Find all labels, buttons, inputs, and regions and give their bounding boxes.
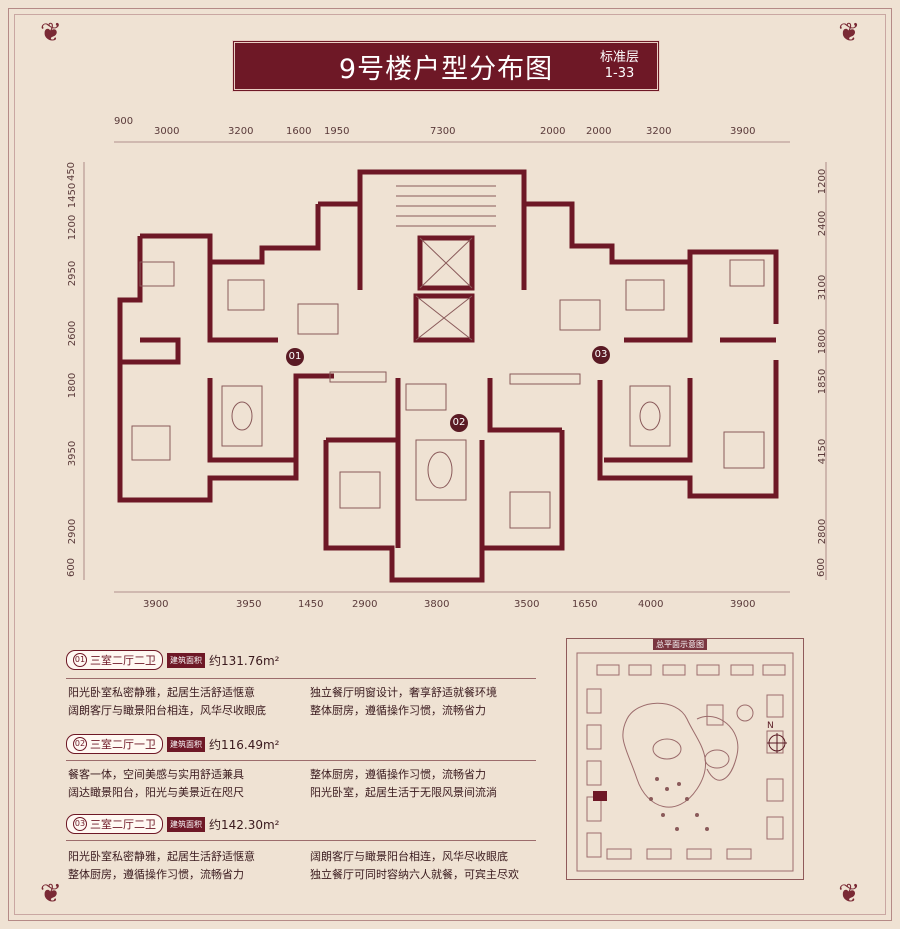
dim-bottom: 3800 xyxy=(424,599,450,610)
unit-area: 约116.49m² xyxy=(209,737,280,752)
dim-bottom: 1650 xyxy=(572,599,598,610)
dim-bottom: 1450 xyxy=(298,599,324,610)
floor-numbers: 1-33 xyxy=(604,66,635,81)
unit-feature: 阔朗客厅与瞰景阳台相连，风华尽收眼底 xyxy=(310,850,508,863)
dim-bottom: 3900 xyxy=(730,599,756,610)
unit-feature: 整体厨房，遵循操作习惯，流畅省力 xyxy=(68,868,244,881)
unit-feature: 独立餐厅可同时容纳六人就餐，可宾主尽欢 xyxy=(310,868,519,881)
area-tag: 建筑面积 xyxy=(167,816,205,832)
unit-feature: 餐客一体，空间美感与实用舒适兼具 xyxy=(68,768,244,781)
divider xyxy=(66,840,536,841)
dim-top: 3200 xyxy=(646,126,672,137)
corner-ornament-br: ❦ xyxy=(838,879,860,909)
unit-feature: 整体厨房，遵循操作习惯，流畅省力 xyxy=(310,704,486,717)
dim-top: 7300 xyxy=(430,126,456,137)
dim-bottom: 3950 xyxy=(236,599,262,610)
dim-top: 2000 xyxy=(540,126,566,137)
unit-number: 02 xyxy=(73,737,87,751)
dim-top: 3900 xyxy=(730,126,756,137)
corner-ornament-tr: ❦ xyxy=(838,18,860,48)
page-title: 9号楼户型分布图 xyxy=(338,53,554,85)
unit-feature: 阳光卧室私密静雅，起居生活舒适惬意 xyxy=(68,686,255,699)
unit-feature: 阳光卧室私密静雅，起居生活舒适惬意 xyxy=(68,850,255,863)
unit-feature: 阔朗客厅与瞰景阳台相连，风华尽收眼底 xyxy=(68,704,266,717)
unit-marker-01: 01 xyxy=(286,348,304,366)
site-map-title: 总平面示意图 xyxy=(653,639,707,650)
unit-number: 01 xyxy=(73,653,87,667)
dim-bottom: 3900 xyxy=(143,599,169,610)
area-tag: 建筑面积 xyxy=(167,736,205,752)
unit-number: 03 xyxy=(73,817,87,831)
unit-feature: 独立餐厅明窗设计，奢享舒适就餐环境 xyxy=(310,686,497,699)
inner-frame xyxy=(14,14,886,915)
unit-type: 三室二厅一卫 xyxy=(90,738,156,751)
dim-top: 900 xyxy=(114,116,134,127)
site-map-drawing xyxy=(576,652,794,872)
unit-feature: 阳光卧室，起居生活于无限风景间流淌 xyxy=(310,786,497,799)
dim-bottom: 2900 xyxy=(352,599,378,610)
unit-feature: 阔达瞰景阳台，阳光与美景近在咫尺 xyxy=(68,786,244,799)
dim-bottom: 3500 xyxy=(514,599,540,610)
unit-marker-02: 02 xyxy=(450,414,468,432)
dim-bottom: 4000 xyxy=(638,599,664,610)
dim-top: 1950 xyxy=(324,126,350,137)
unit-marker-03: 03 xyxy=(592,346,610,364)
dim-top: 3000 xyxy=(154,126,180,137)
area-tag: 建筑面积 xyxy=(167,652,205,668)
compass-north-label: N xyxy=(767,721,774,731)
corner-ornament-bl: ❦ xyxy=(40,879,62,909)
dim-top: 2000 xyxy=(586,126,612,137)
unit-area: 约142.30m² xyxy=(209,817,280,832)
dim-top: 3200 xyxy=(228,126,254,137)
unit-type: 三室二厅二卫 xyxy=(90,818,156,831)
floor-range: 标准层 1-33 xyxy=(600,50,639,82)
divider xyxy=(66,678,536,679)
divider xyxy=(66,760,536,761)
dim-top: 1600 xyxy=(286,126,312,137)
unit-feature: 整体厨房，遵循操作习惯，流畅省力 xyxy=(310,768,486,781)
corner-ornament-tl: ❦ xyxy=(40,18,62,48)
unit-type: 三室二厅二卫 xyxy=(90,654,156,667)
outer-frame xyxy=(8,8,892,921)
unit-area: 约131.76m² xyxy=(209,653,280,668)
title-banner: 9号楼户型分布图 标准层 1-33 xyxy=(232,40,660,92)
site-map: 总平面示意图 N xyxy=(566,638,804,880)
floor-label: 标准层 xyxy=(599,50,639,65)
